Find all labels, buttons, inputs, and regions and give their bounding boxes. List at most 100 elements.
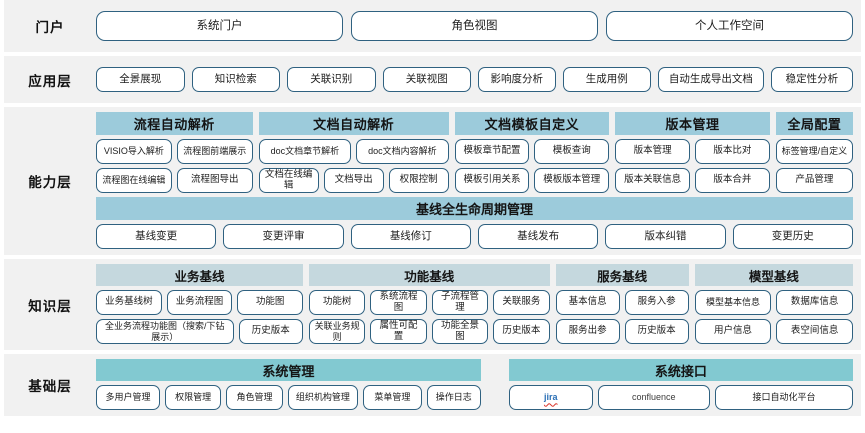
portal-item-3[interactable]: 个人工作空间 (606, 11, 853, 41)
knowledge-item-4-2-1[interactable]: 用户信息 (694, 319, 772, 344)
knowledge-item-2-2-1[interactable]: 关联业务规则 (308, 319, 366, 344)
knowledge-item-1-1-2[interactable]: 业务流程图 (166, 290, 233, 315)
knowledge-header-4: 模型基线 (694, 264, 853, 286)
capability-item-2-2-1[interactable]: 文档在线编辑 (258, 168, 319, 193)
capability-group-4: 版本管理版本管理版本比对版本关联信息版本合并 (615, 112, 770, 193)
portal-item-list: 系统门户角色视图个人工作空间 (96, 11, 853, 41)
knowledge-item-4-1-1[interactable]: 模型基本信息 (694, 290, 772, 315)
capability-group-header-2: 文档自动解析 (258, 112, 449, 135)
capability-item-1-2-2[interactable]: 流程图导出 (176, 168, 253, 193)
knowledge-item-2-2-3[interactable]: 功能全景图 (431, 319, 489, 344)
foundation-item-1-6[interactable]: 操作日志 (426, 385, 481, 410)
lifecycle-item-1[interactable]: 基线变更 (96, 224, 217, 249)
foundation-item-1-3[interactable]: 角色管理 (226, 385, 283, 410)
layer-label-capability: 能力层 (28, 175, 72, 190)
lifecycle-item-3[interactable]: 基线修订 (350, 224, 471, 249)
application-item-4[interactable]: 关联视图 (382, 67, 471, 92)
knowledge-item-2-1-4[interactable]: 关联服务 (493, 290, 550, 315)
capability-item-4-1-1[interactable]: 版本管理 (615, 139, 690, 164)
lifecycle-item-2[interactable]: 变更评审 (223, 224, 344, 249)
knowledge-item-3-1-1[interactable]: 基本信息 (555, 290, 620, 315)
layer-row-portal: 门户 系统门户角色视图个人工作空间 (4, 0, 861, 52)
capability-group-header-5: 全局配置 (775, 112, 853, 135)
portal-item-1[interactable]: 系统门户 (96, 11, 343, 41)
capability-group-5: 全局配置标签管理/自定义产品管理 (775, 112, 853, 193)
lifecycle-item-6[interactable]: 变更历史 (732, 224, 853, 249)
capability-item-1-2-1[interactable]: 流程图在线编辑 (96, 168, 172, 193)
knowledge-item-1-2-2[interactable]: 历史版本 (238, 319, 303, 344)
foundation-item-2-1[interactable]: jira (508, 385, 593, 410)
knowledge-item-row-2: 全业务流程功能图（搜索/下钻展示）历史版本关联业务规则属性可配置功能全景图历史版… (96, 319, 854, 344)
application-item-8[interactable]: 稳定性分析 (770, 67, 853, 92)
knowledge-col-4-row-1: 模型基本信息数据库信息 (694, 290, 854, 315)
application-item-5[interactable]: 影响度分析 (478, 67, 556, 92)
foundation-item-2-3[interactable]: 接口自动化平台 (715, 385, 853, 410)
capability-item-3-1-2[interactable]: 模板查询 (534, 139, 610, 164)
knowledge-item-3-2-1[interactable]: 服务出参 (555, 319, 620, 344)
knowledge-item-1-2-1[interactable]: 全业务流程功能图（搜索/下钻展示） (96, 319, 234, 344)
capability-item-3-2-2[interactable]: 模板版本管理 (534, 168, 610, 193)
capability-item-4-1-2[interactable]: 版本比对 (694, 139, 770, 164)
knowledge-col-2-row-1: 功能树系统流程图子流程管理关联服务 (308, 290, 550, 315)
knowledge-item-4-2-2[interactable]: 表空间信息 (776, 319, 854, 344)
knowledge-item-row-1: 业务基线树业务流程图功能图功能树系统流程图子流程管理关联服务基本信息服务入参模型… (96, 290, 854, 315)
foundation-item-1-1[interactable]: 多用户管理 (96, 385, 160, 410)
foundation-group-1: 系统管理多用户管理权限管理角色管理组织机构管理菜单管理操作日志 (96, 359, 481, 410)
capability-group-4-row-1: 版本管理版本比对 (615, 139, 770, 164)
layer-label-foundation: 基础层 (28, 379, 72, 394)
knowledge-col-2-row-2: 关联业务规则属性可配置功能全景图历史版本 (308, 319, 550, 344)
capability-item-4-2-2[interactable]: 版本合并 (694, 168, 770, 193)
knowledge-item-2-1-3[interactable]: 子流程管理 (431, 290, 489, 315)
layer-row-foundation: 基础层 系统管理多用户管理权限管理角色管理组织机构管理菜单管理操作日志 系统接口 j… (4, 354, 861, 416)
capability-item-2-2-2[interactable]: 文档导出 (323, 168, 384, 193)
capability-item-3-1-1[interactable]: 模板章节配置 (454, 139, 530, 164)
foundation-group-header-2: 系统接口 (508, 359, 853, 381)
application-item-1[interactable]: 全景展现 (96, 67, 185, 92)
knowledge-item-2-1-2[interactable]: 系统流程图 (370, 290, 427, 315)
capability-group-3-row-1: 模板章节配置模板查询 (454, 139, 610, 164)
knowledge-item-1-1-1[interactable]: 业务基线树 (96, 290, 162, 315)
foundation-item-1-2[interactable]: 权限管理 (164, 385, 222, 410)
knowledge-item-3-2-2[interactable]: 历史版本 (624, 319, 689, 344)
knowledge-header-2: 功能基线 (308, 264, 550, 286)
lifecycle-item-5[interactable]: 版本纠错 (605, 224, 726, 249)
capability-item-4-2-1[interactable]: 版本关联信息 (615, 168, 690, 193)
capability-group-1-row-2: 流程图在线编辑流程图导出 (96, 168, 253, 193)
knowledge-item-4-1-2[interactable]: 数据库信息 (776, 290, 854, 315)
layer-label-portal: 门户 (35, 20, 65, 35)
capability-item-3-2-1[interactable]: 模板引用关系 (454, 168, 530, 193)
knowledge-item-2-2-4[interactable]: 历史版本 (493, 319, 550, 344)
capability-item-1-1-1[interactable]: VISIO导入解析 (96, 139, 172, 164)
capability-group-3-row-2: 模板引用关系模板版本管理 (454, 168, 610, 193)
foundation-item-1-4[interactable]: 组织机构管理 (287, 385, 359, 410)
knowledge-item-2-2-2[interactable]: 属性可配置 (370, 319, 427, 344)
layer-body-application: 全景展现知识检索关联识别关联视图影响度分析生成用例自动生成导出文档稳定性分析 (96, 62, 861, 97)
capability-item-5-2-1[interactable]: 产品管理 (775, 168, 853, 193)
lifecycle-item-4[interactable]: 基线发布 (477, 224, 599, 249)
knowledge-col-3-row-1: 基本信息服务入参 (555, 290, 689, 315)
application-item-3[interactable]: 关联识别 (287, 67, 376, 92)
capability-item-2-1-2[interactable]: doc文档内容解析 (356, 139, 449, 164)
capability-item-5-1-1[interactable]: 标签管理/自定义 (775, 139, 853, 164)
knowledge-item-3-1-2[interactable]: 服务入参 (624, 290, 689, 315)
capability-item-2-2-3[interactable]: 权限控制 (388, 168, 449, 193)
capability-group-2-row-2: 文档在线编辑文档导出权限控制 (258, 168, 449, 193)
capability-item-1-1-2[interactable]: 流程图前端展示 (176, 139, 253, 164)
layer-body-knowledge: 业务基线功能基线服务基线模型基线 业务基线树业务流程图功能图功能树系统流程图子流… (96, 259, 861, 350)
knowledge-item-2-1-1[interactable]: 功能树 (308, 290, 366, 315)
knowledge-item-1-1-3[interactable]: 功能图 (237, 290, 303, 315)
capability-item-2-1-1[interactable]: doc文档章节解析 (258, 139, 352, 164)
foundation-item-2-2[interactable]: confluence (597, 385, 710, 410)
foundation-item-1-5[interactable]: 菜单管理 (363, 385, 422, 410)
knowledge-header-1: 业务基线 (96, 264, 303, 286)
application-item-6[interactable]: 生成用例 (562, 67, 652, 92)
application-item-7[interactable]: 自动生成导出文档 (658, 67, 764, 92)
baseline-lifecycle-header: 基线全生命周期管理 (96, 197, 853, 220)
portal-item-2[interactable]: 角色视图 (351, 11, 598, 41)
application-item-2[interactable]: 知识检索 (191, 67, 280, 92)
